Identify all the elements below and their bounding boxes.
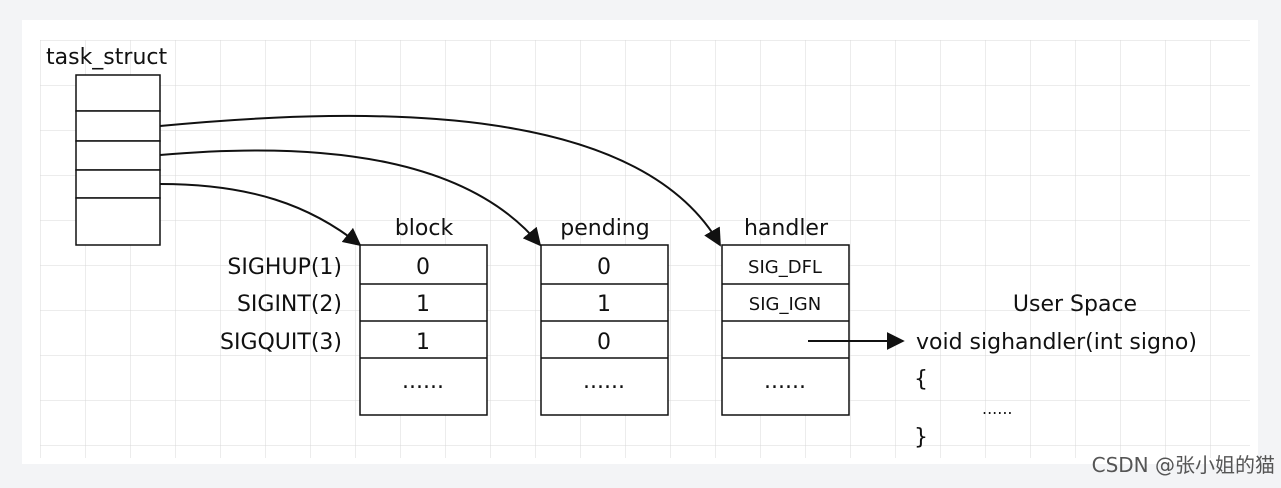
block-cell: 1 bbox=[416, 292, 430, 317]
block-cell: 1 bbox=[416, 330, 430, 355]
code-line-ellipsis: ...... bbox=[982, 399, 1013, 418]
signal-label-sigint: SIGINT(2) bbox=[237, 292, 342, 317]
pending-cell: 1 bbox=[597, 292, 611, 317]
pending-cell: 0 bbox=[597, 255, 611, 280]
code-line-open-brace: { bbox=[914, 367, 928, 392]
signal-label-sighup: SIGHUP(1) bbox=[227, 255, 342, 280]
arrow-to-pending bbox=[159, 149, 542, 247]
pending-cell: 0 bbox=[597, 330, 611, 355]
handler-title: handler bbox=[744, 216, 829, 241]
block-cell: 0 bbox=[416, 255, 430, 280]
pending-table: 0 1 0 ...... bbox=[540, 244, 669, 416]
handler-table: SIG_DFL SIG_IGN ...... bbox=[721, 244, 850, 416]
handler-cell: ...... bbox=[764, 369, 806, 394]
arrow-to-handler bbox=[159, 114, 721, 247]
block-title: block bbox=[395, 216, 454, 241]
user-space-title: User Space bbox=[1013, 292, 1137, 317]
handler-cell: SIG_IGN bbox=[749, 294, 821, 315]
signal-label-sigquit: SIGQUIT(3) bbox=[220, 330, 342, 355]
block-table: 0 1 1 ...... bbox=[359, 244, 488, 416]
code-line-signature: void sighandler(int signo) bbox=[916, 330, 1197, 355]
handler-cell: SIG_DFL bbox=[748, 257, 822, 278]
pending-cell: ...... bbox=[583, 369, 625, 394]
code-line-close-brace: } bbox=[914, 425, 928, 450]
csdn-watermark: CSDN @张小姐的猫 bbox=[1091, 453, 1275, 477]
task-struct-box bbox=[75, 74, 161, 246]
block-cell: ...... bbox=[402, 369, 444, 394]
task-struct-label: task_struct bbox=[46, 45, 167, 70]
pending-title: pending bbox=[560, 216, 649, 241]
arrow-to-block bbox=[159, 183, 362, 247]
